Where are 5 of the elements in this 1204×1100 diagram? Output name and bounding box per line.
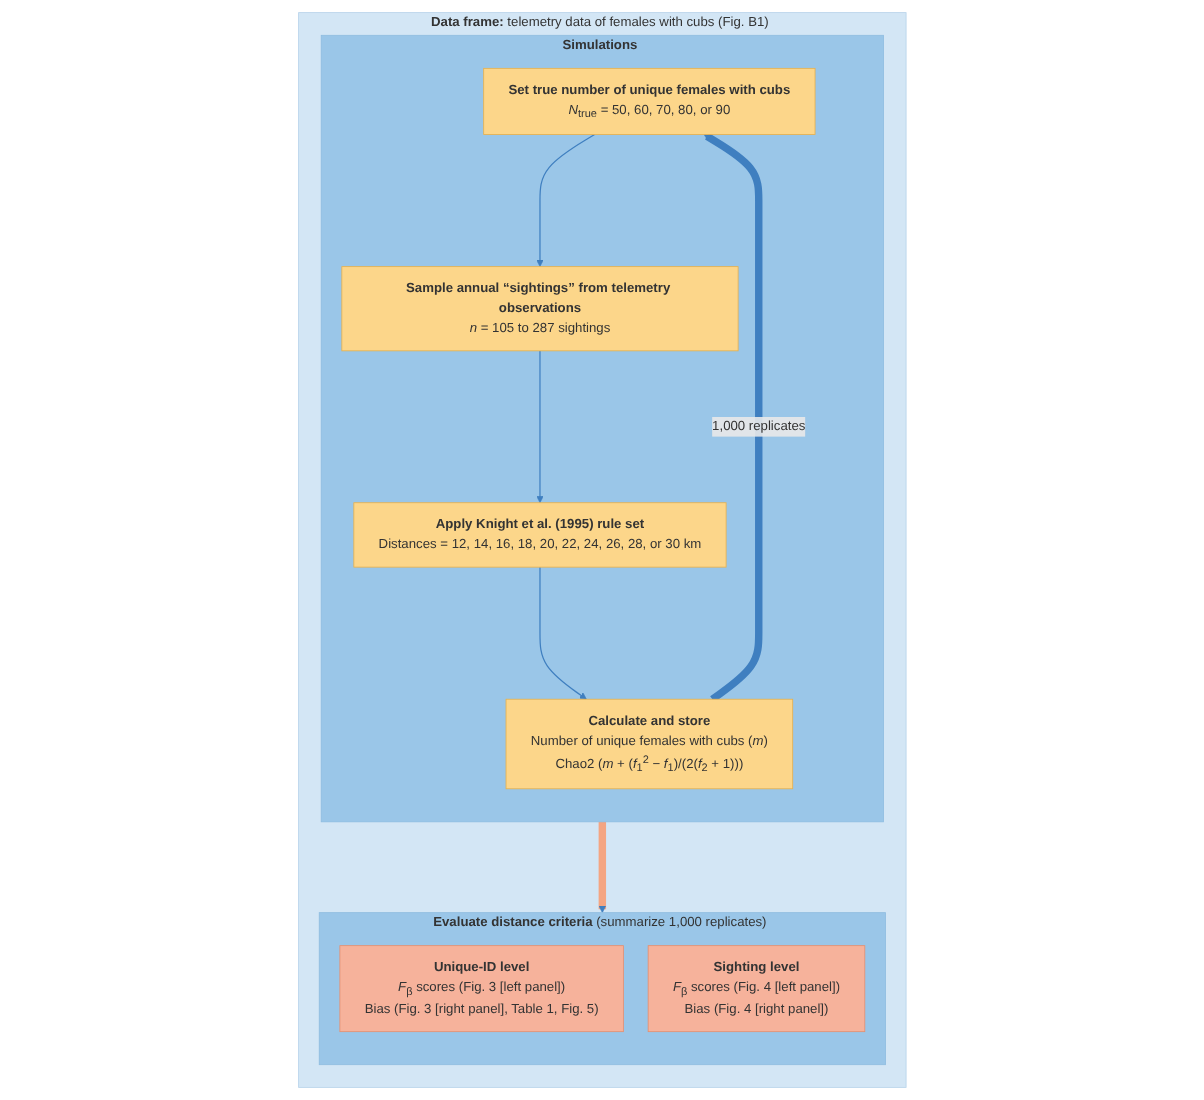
arrow — [539, 566, 587, 700]
arrow — [536, 350, 544, 504]
arrow — [536, 133, 595, 267]
arrow — [703, 133, 763, 703]
arrow — [598, 821, 606, 913]
